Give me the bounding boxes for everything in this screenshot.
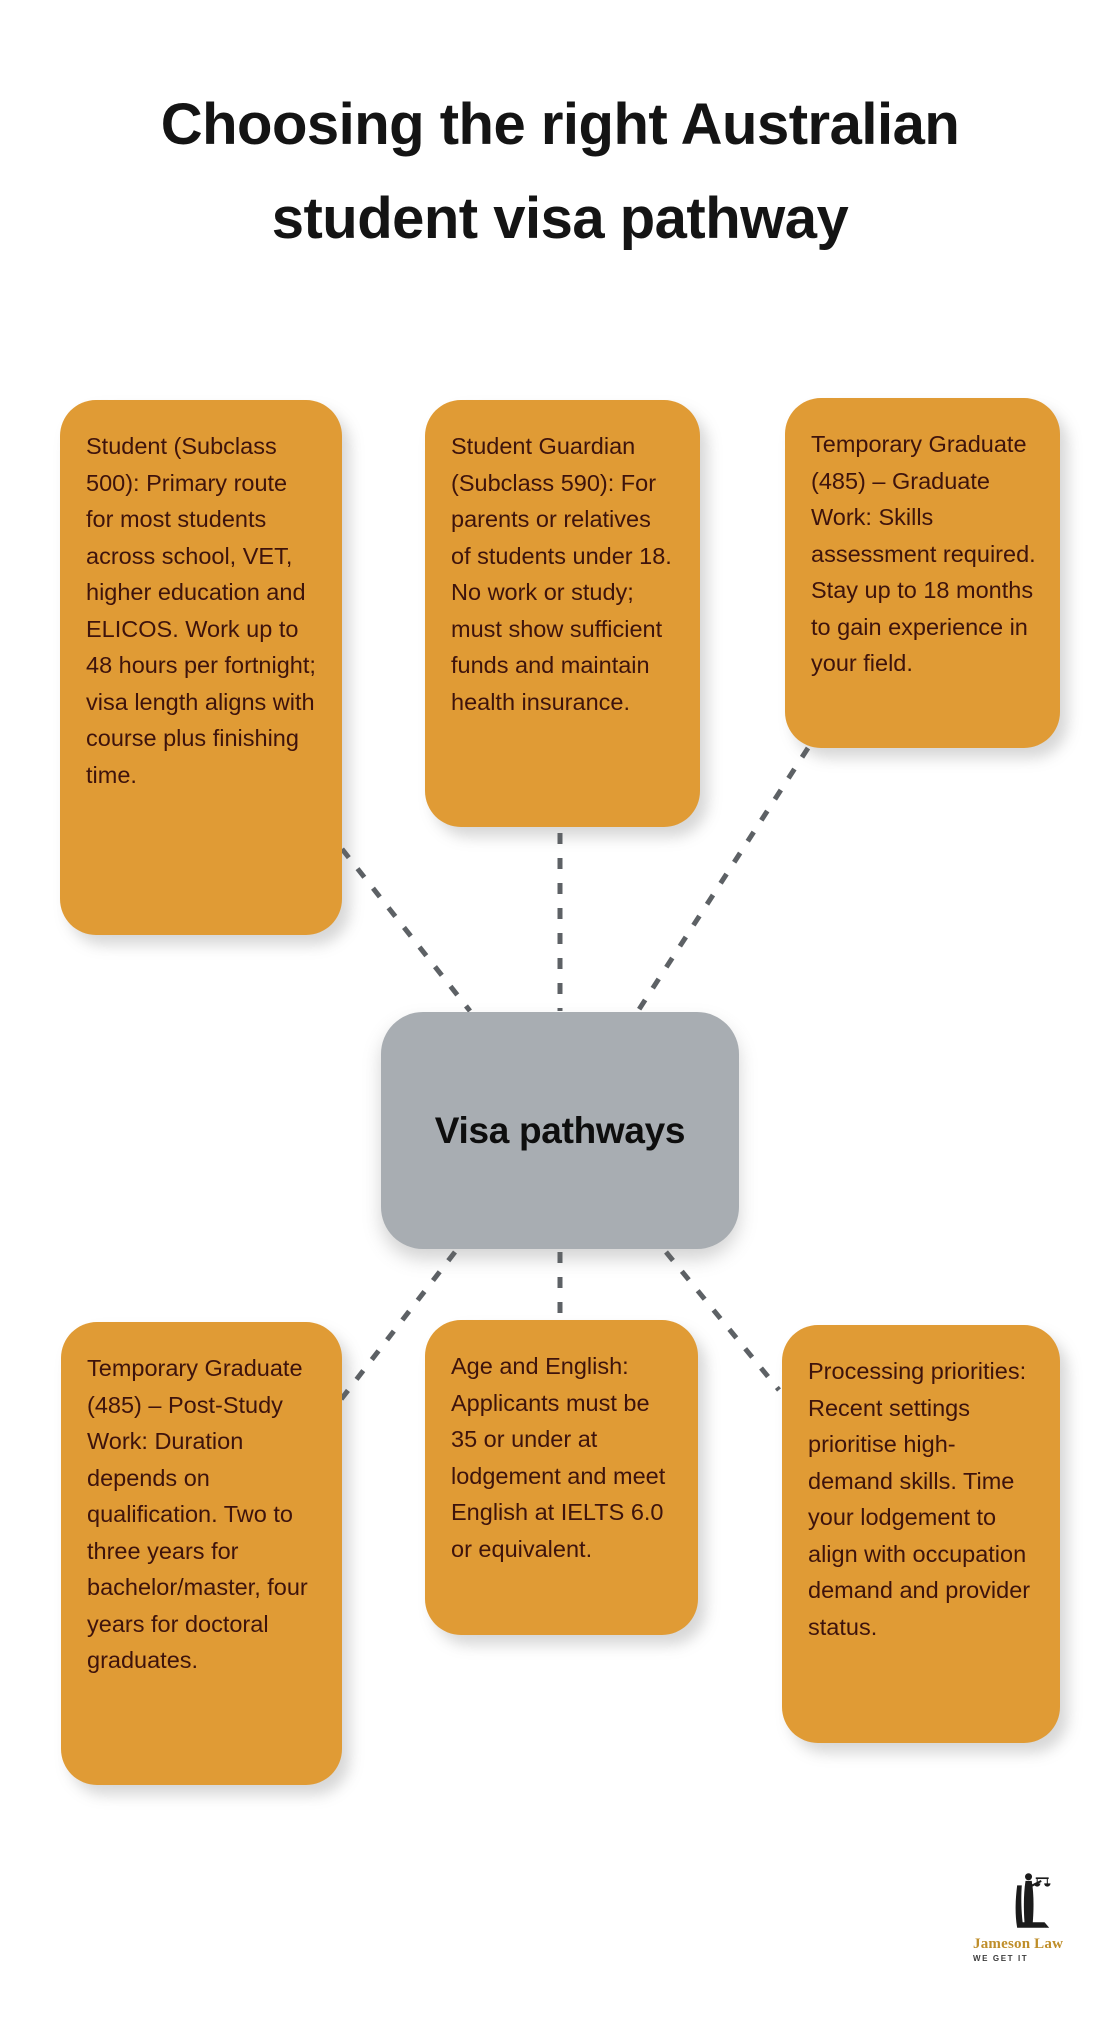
page-title: Choosing the right Australian student vi… bbox=[0, 78, 1120, 266]
logo-tagline: WE GET IT bbox=[973, 1954, 1029, 1963]
lady-justice-icon bbox=[1015, 1873, 1051, 1928]
node-student-guardian-590: Student Guardian (Subclass 590): For par… bbox=[425, 400, 700, 827]
center-node-label: Visa pathways bbox=[434, 1109, 686, 1151]
connector-bottom-right bbox=[664, 1250, 781, 1392]
node-temporary-graduate-485-graduate-work: Temporary Graduate (485) – Graduate Work… bbox=[785, 398, 1060, 748]
connector-top-right bbox=[635, 746, 811, 1013]
node-temporary-graduate-485-post-study-work: Temporary Graduate (485) – Post-Study Wo… bbox=[61, 1322, 342, 1785]
logo-wordmark: Jameson Law bbox=[973, 1936, 1064, 1952]
jameson-law-logo: Jameson Law WE GET IT bbox=[973, 1872, 1083, 1963]
center-node-visa-pathways: Visa pathways bbox=[381, 1012, 739, 1249]
page-title-line-2: student visa pathway bbox=[271, 186, 849, 251]
node-age-and-english: Age and English: Applicants must be 35 o… bbox=[425, 1320, 698, 1635]
node-processing-priorities: Processing priorities: Recent settings p… bbox=[782, 1325, 1060, 1743]
page-title-line-1: Choosing the right Australian bbox=[160, 92, 960, 157]
connector-bottom-left bbox=[337, 1250, 457, 1404]
connector-top-left bbox=[340, 847, 472, 1013]
node-student-subclass-500: Student (Subclass 500): Primary route fo… bbox=[60, 400, 342, 935]
